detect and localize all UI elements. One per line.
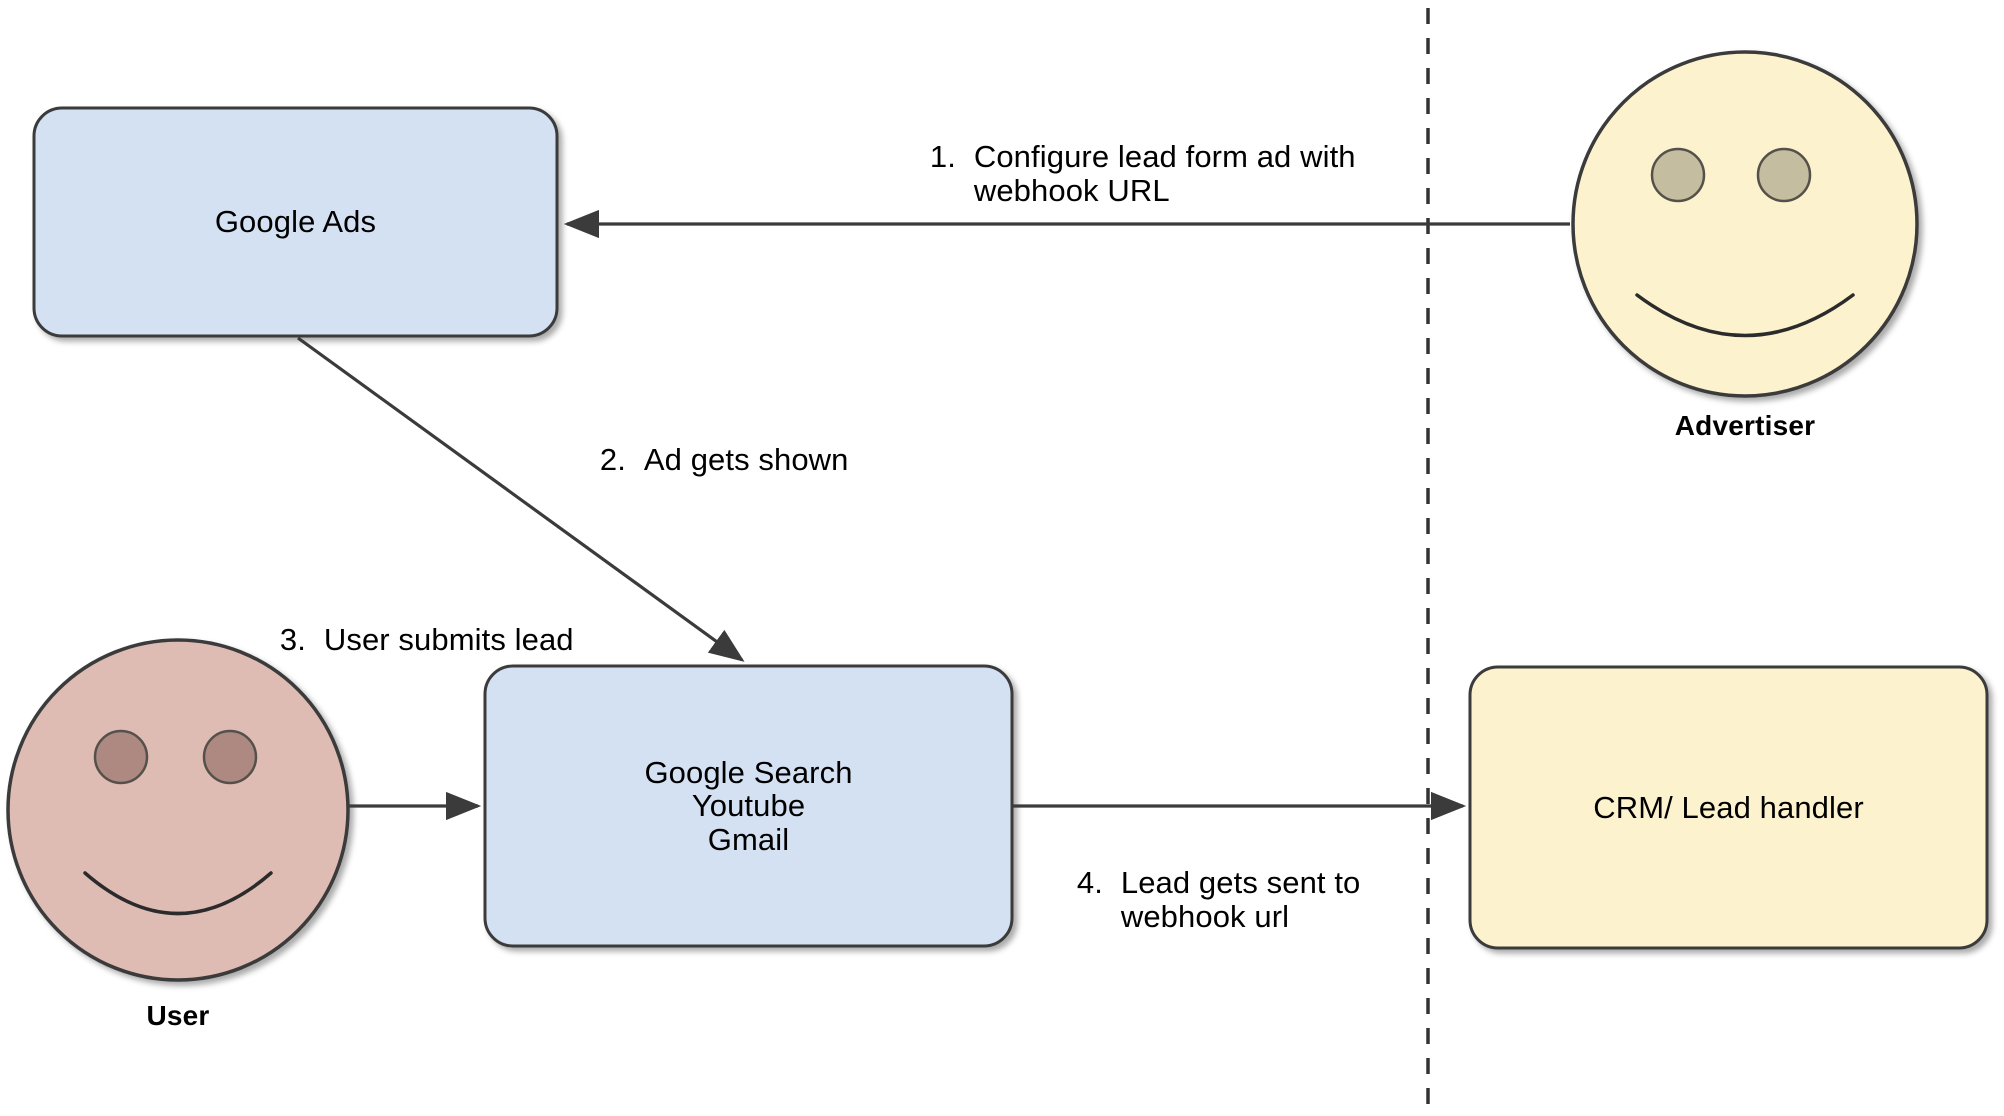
user-caption: User (146, 1000, 210, 1031)
advertiser-caption: Advertiser (1674, 410, 1816, 441)
user-smile-icon (83, 871, 273, 916)
step-4-label: 4. Lead gets sent to webhook url (1042, 833, 1360, 967)
step-3-number: 3. (279, 622, 306, 658)
google-ads-node-shape (32, 106, 559, 338)
advertiser-smile-icon (1635, 293, 1855, 338)
advertiser-face-icon (1571, 50, 1919, 398)
user-right-eye-icon (202, 729, 258, 785)
step-2-label: 2. Ad gets shown (565, 410, 849, 510)
platforms-node-shape (483, 664, 1014, 948)
advertiser-face-features (1635, 147, 1855, 338)
step-2-text: Ad gets shown (643, 442, 849, 478)
user-face-features (83, 729, 273, 916)
google-ads-node-label: Google Ads (214, 204, 377, 240)
step-4-text: Lead gets sent to webhook url (1120, 865, 1361, 934)
user-face-icon (6, 638, 350, 982)
advertiser-right-eye-icon (1756, 147, 1812, 203)
step-1-label: 1. Configure lead form ad with webhook UR… (895, 107, 1356, 241)
step-1-text: Configure lead form ad with webhook URL (973, 139, 1356, 208)
step-3-text: User submits lead (323, 622, 574, 658)
user-left-eye-icon (93, 729, 149, 785)
platforms-node-label: Google Search Youtube Gmail (644, 754, 853, 857)
step-1-number: 1. (929, 139, 956, 175)
advertiser-left-eye-icon (1650, 147, 1706, 203)
step-3-label: 3. User submits lead (245, 590, 574, 690)
crm-node-label: CRM/ Lead handler (1593, 789, 1864, 825)
crm-node-shape (1468, 665, 1989, 950)
step-2-number: 2. (599, 442, 626, 478)
step-4-number: 4. (1076, 865, 1103, 901)
